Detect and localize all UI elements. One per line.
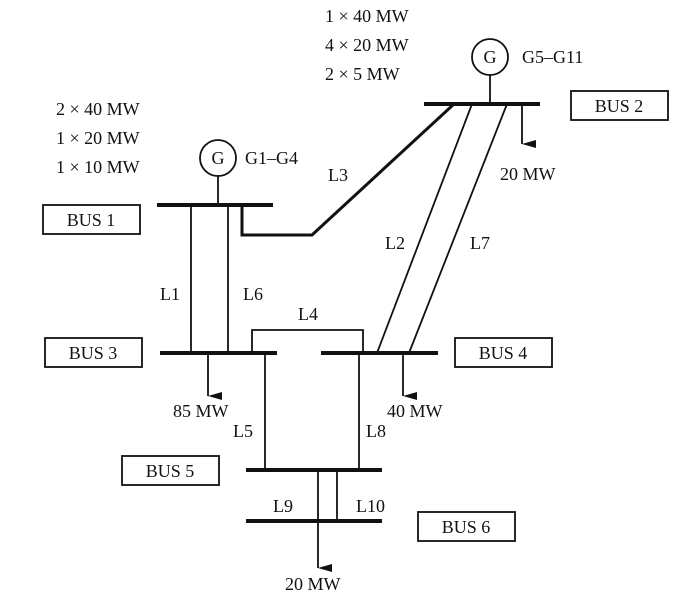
line-label-l8: L8 [366, 421, 386, 441]
line-label-l4: L4 [298, 304, 318, 324]
generator-symbol-icon [471, 38, 509, 76]
generator-g5-g11: G G5–G11 1 × 40 MW 4 × 20 MW 2 × 5 MW [325, 6, 583, 104]
bus-2-label-box: BUS 2 [570, 90, 669, 121]
bus-5-label-box: BUS 5 [121, 455, 220, 486]
gen1-unit-2: 1 × 20 MW [56, 128, 140, 148]
line-label-l6: L6 [243, 284, 263, 304]
gen1-label: G1–G4 [245, 148, 298, 168]
line-l3 [240, 102, 456, 237]
load-bus3-label: 85 MW [173, 401, 229, 421]
load-bus6-label: 20 MW [285, 574, 341, 594]
generator-symbol-icon [199, 139, 237, 177]
generator-g1-g4: G G1–G4 2 × 40 MW 1 × 20 MW 1 × 10 MW [56, 99, 298, 205]
line-label-l9: L9 [273, 496, 293, 516]
bus-4-label: BUS 4 [479, 343, 528, 363]
line-label-l1: L1 [160, 284, 180, 304]
gen1-symbol: G [212, 148, 225, 168]
gen2-unit-3: 2 × 5 MW [325, 64, 400, 84]
line-label-l5: L5 [233, 421, 253, 441]
line-l2 [376, 103, 473, 354]
line-l7 [408, 103, 508, 354]
bus-6-label-box: BUS 6 [417, 511, 516, 542]
bus-4-label-box: BUS 4 [454, 337, 553, 368]
line-label-l3: L3 [328, 165, 348, 185]
load-bus2-label: 20 MW [500, 164, 556, 184]
load-bus4-label: 40 MW [387, 401, 443, 421]
gen2-symbol: G [484, 47, 497, 67]
line-label-l7: L7 [470, 233, 490, 253]
bus-3-label-box: BUS 3 [44, 337, 143, 368]
gen1-unit-3: 1 × 10 MW [56, 157, 140, 177]
bus-3-label: BUS 3 [69, 343, 118, 363]
gen2-label: G5–G11 [522, 47, 583, 67]
bus-6-label: BUS 6 [442, 517, 491, 537]
bus-1-label: BUS 1 [67, 210, 116, 230]
gen2-unit-2: 4 × 20 MW [325, 35, 409, 55]
bus-2-label: BUS 2 [595, 96, 644, 116]
gen2-unit-1: 1 × 40 MW [325, 6, 409, 26]
line-label-l2: L2 [385, 233, 405, 253]
line-label-l10: L10 [356, 496, 385, 516]
bus-1-label-box: BUS 1 [42, 204, 141, 235]
bus-5-label: BUS 5 [146, 461, 195, 481]
gen1-unit-1: 2 × 40 MW [56, 99, 140, 119]
line-l4 [251, 329, 364, 353]
